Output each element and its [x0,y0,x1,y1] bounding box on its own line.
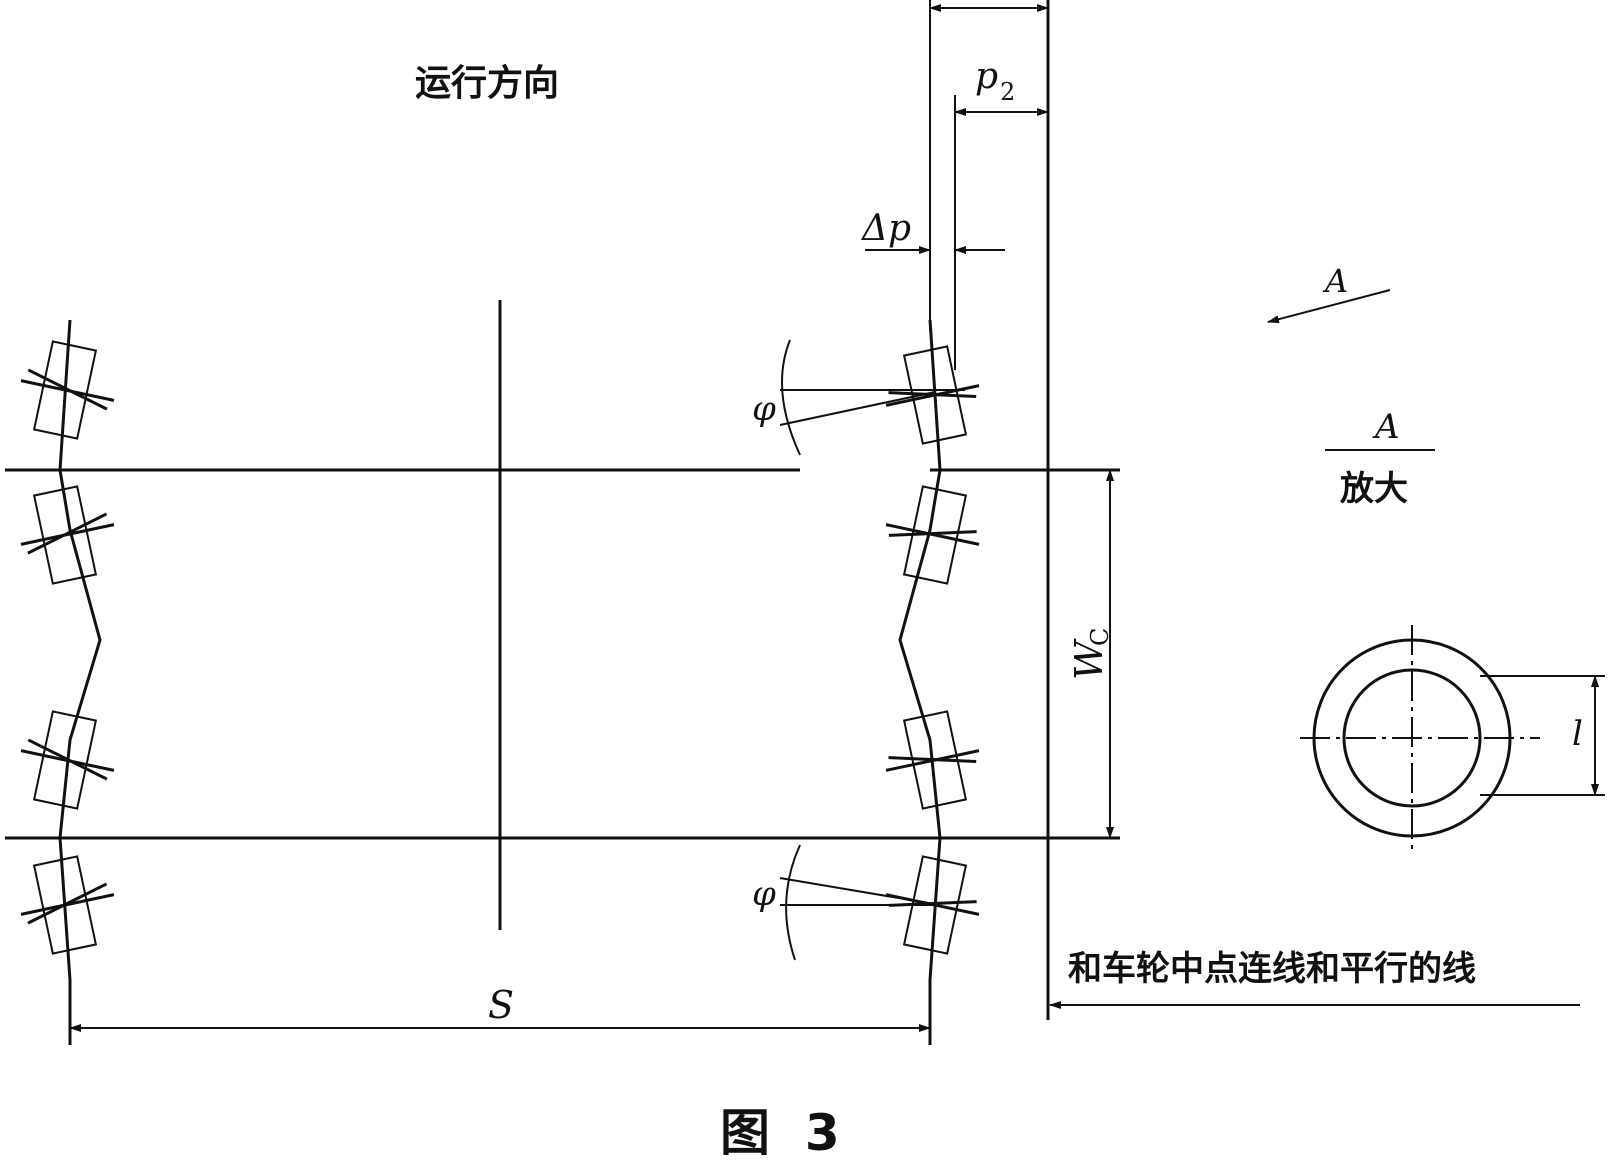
figure-caption: 图 3 [720,1104,840,1162]
view-a-heading: A 放大 [1325,407,1435,509]
delta-p-dimension: Δp [860,208,1005,254]
phi-top-label: φ [752,389,776,429]
view-a-label: A [1372,407,1400,447]
phi-top-marker: φ [752,339,965,456]
direction-label: 运行方向 [415,63,559,104]
a-arrow-label: A [1322,262,1348,300]
view-a-arrow: A [1267,262,1391,324]
parallel-line-label: 和车轮中点连线和平行的线 [1068,949,1476,989]
right-wheels [885,345,980,955]
phi-bottom-label: φ [752,874,776,914]
phi-bottom-marker: φ [752,844,941,961]
left-track-line [58,319,102,1045]
svg-text:2: 2 [1000,78,1015,106]
p2-dimension: p 2 [954,56,1049,116]
wc-label: W [1067,638,1111,680]
svg-text:C: C [1086,628,1114,646]
enlarged-wheel-view: l [1300,625,1605,850]
left-wheels [20,340,115,955]
wc-dimension: W C [1067,469,1114,839]
l-label: l [1572,714,1583,754]
p2-label: p [975,56,998,97]
s-label: S [488,983,514,1027]
parallel-line-leader: 和车轮中点连线和平行的线 [1049,949,1580,1009]
delta-p-label: Δp [860,208,911,249]
s-dimension: S [69,983,931,1032]
right-track-line [898,319,942,1045]
view-enlarged-label: 放大 [1340,469,1408,509]
